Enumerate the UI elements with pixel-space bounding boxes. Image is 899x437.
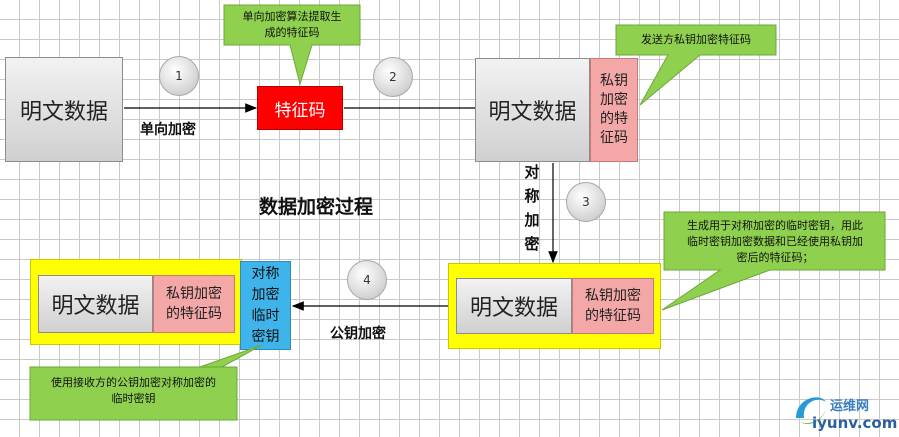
encrypted-digest-box-4: 私钥加密 的特征码 — [153, 275, 235, 333]
one-way-label: 单向加密 — [140, 122, 196, 138]
step-2-circle: 2 — [373, 57, 413, 97]
plaintext-box-1: 明文数据 — [5, 57, 123, 162]
digest-box: 特征码 — [257, 86, 343, 130]
encrypted-digest-box-3: 私钥加密 的特征码 — [572, 278, 654, 334]
callout-2-shape — [615, 24, 777, 106]
public-key-label: 公钥加密 — [330, 326, 386, 342]
callout-1-shape — [223, 4, 361, 86]
logo-icon — [796, 397, 826, 425]
logo-name: 运维网 — [830, 399, 870, 414]
encrypted-digest-box-2: 私钥 加密 的特 征码 — [590, 58, 638, 162]
logo-domain: iyunv.com — [812, 414, 898, 432]
callout-4-text: 使用接收方的公钥加密对称加密的 临时密钥 — [51, 376, 216, 405]
step-3-circle: 3 — [566, 182, 606, 222]
symmetric-label-char: 密 — [524, 235, 540, 253]
callout-1-text: 单向加密算法提取生 成的特征码 — [242, 10, 342, 39]
callout-3-shape — [661, 211, 886, 311]
diagram-title: 数据加密过程 — [259, 196, 374, 218]
callout-4-shape — [29, 344, 263, 421]
symmetric-label-char: 称 — [524, 187, 540, 205]
plaintext-box-2: 明文数据 — [475, 58, 590, 162]
symmetric-label: 对 称 加 密 — [518, 160, 546, 256]
step-1-circle: 1 — [159, 56, 199, 96]
plaintext-box-4: 明文数据 — [38, 275, 153, 333]
symmetric-label-char: 对 — [524, 163, 540, 181]
callout-2-text: 发送方私钥加密特征码 — [641, 33, 751, 46]
symmetric-label-char: 加 — [524, 211, 540, 229]
plaintext-box-3: 明文数据 — [456, 278, 572, 334]
symmetric-temp-key-box: 对称 加密 临时 密钥 — [240, 261, 291, 350]
callout-3-text: 生成用于对称加密的临时密钥，用此 临时密钥加密数据和已经使用私钥加 密后的特征码… — [687, 219, 863, 264]
step-4-circle: 4 — [347, 260, 387, 300]
